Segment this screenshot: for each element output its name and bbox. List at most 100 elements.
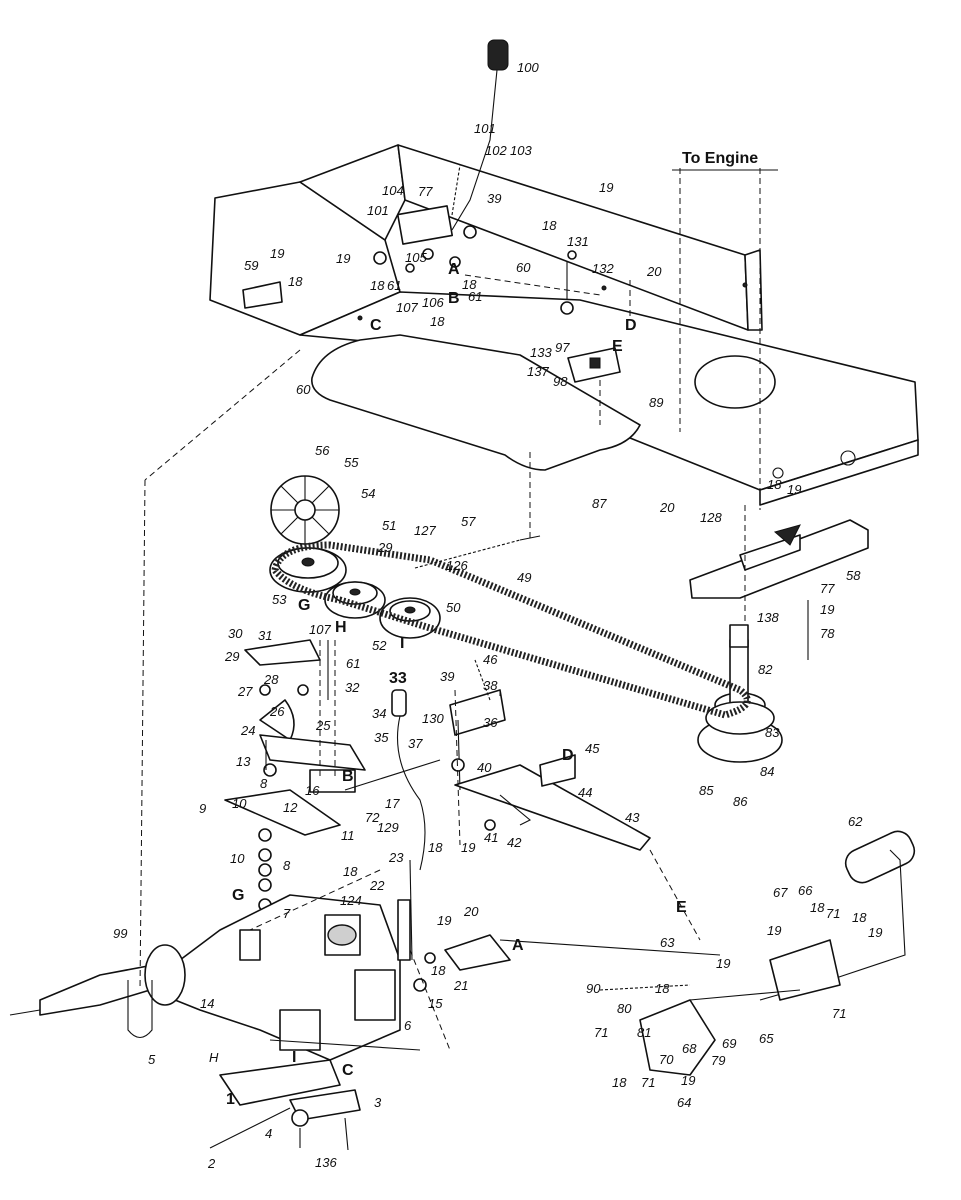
callout: 83 <box>765 725 780 740</box>
callout: 18 <box>343 864 358 879</box>
callout: 3 <box>374 1095 382 1110</box>
callout: 18 <box>462 277 477 292</box>
callout: 107 <box>396 300 418 315</box>
callout: 44 <box>578 785 592 800</box>
callout: 34 <box>372 706 386 721</box>
callout: 26 <box>269 704 285 719</box>
bracket-58 <box>689 519 869 660</box>
callout: 103 <box>510 143 532 158</box>
callout: 64 <box>677 1095 691 1110</box>
callout: 25 <box>315 718 331 733</box>
callout: 29 <box>377 540 392 555</box>
callout: 19 <box>820 602 834 617</box>
callout: 82 <box>758 662 773 677</box>
callout: 13 <box>236 754 251 769</box>
callout: 53 <box>272 592 287 607</box>
callout: 61 <box>346 656 360 671</box>
callout: 41 <box>484 830 498 845</box>
callout: 42 <box>507 835 522 850</box>
callout: 12 <box>283 800 298 815</box>
ref-letter: D <box>562 747 574 764</box>
callout: 71 <box>594 1025 608 1040</box>
callout: 97 <box>555 340 570 355</box>
ref-letter: E <box>612 338 623 355</box>
callout: 32 <box>345 680 360 695</box>
ref-letter: A <box>448 261 460 278</box>
shift-lever[interactable] <box>373 39 509 273</box>
ref-letter: I <box>400 635 404 652</box>
callout: 67 <box>773 885 788 900</box>
callout: 38 <box>483 678 498 693</box>
callout: 100 <box>517 60 539 75</box>
callout: 56 <box>315 443 330 458</box>
pulley-83 <box>697 639 783 763</box>
callout: 18 <box>655 981 670 996</box>
callout: 20 <box>659 500 675 515</box>
callout: 16 <box>305 783 320 798</box>
callout: 68 <box>682 1041 697 1056</box>
callout: 19 <box>461 840 475 855</box>
ref-letter: A <box>512 937 524 954</box>
callout: 18 <box>430 314 445 329</box>
callout: 8 <box>260 776 268 791</box>
callout: 77 <box>820 581 835 596</box>
callout: 62 <box>848 814 863 829</box>
callout: 18 <box>431 963 446 978</box>
u-bolt-6 <box>127 980 153 1039</box>
callout: 63 <box>660 935 675 950</box>
rod-23 <box>397 859 511 992</box>
callout: 43 <box>625 810 640 825</box>
callout: 60 <box>516 260 531 275</box>
callout: 30 <box>228 626 243 641</box>
callout: 19 <box>787 482 801 497</box>
callout: H <box>209 1050 219 1065</box>
ref-letter: B <box>342 768 354 785</box>
callout: 128 <box>700 510 722 525</box>
callout: 19 <box>681 1073 695 1088</box>
callout: 23 <box>388 850 404 865</box>
callout: 52 <box>372 638 387 653</box>
callout: 105 <box>405 250 427 265</box>
callout: 11 <box>341 828 355 843</box>
callout: 39 <box>440 669 454 684</box>
drive-belt <box>271 541 751 719</box>
callout: 18 <box>810 900 825 915</box>
transaxle <box>9 894 421 1061</box>
callout: 102 <box>485 143 507 158</box>
callout: 49 <box>517 570 531 585</box>
callout: 130 <box>422 711 444 726</box>
frame-panel <box>209 144 919 506</box>
callout: 40 <box>477 760 492 775</box>
callout: 59 <box>244 258 258 273</box>
callout: 18 <box>288 274 303 289</box>
callout: 77 <box>418 184 433 199</box>
callout: 19 <box>868 925 882 940</box>
callout: 55 <box>344 455 359 470</box>
callout: 61 <box>468 289 482 304</box>
callout: 19 <box>716 956 730 971</box>
reference-lines <box>139 168 761 1051</box>
ref-letter: D <box>625 317 637 334</box>
callout: 45 <box>585 741 600 756</box>
ref-letter: C <box>342 1062 354 1079</box>
callout: 89 <box>649 395 663 410</box>
callout: 60 <box>296 382 311 397</box>
callout: 17 <box>385 796 400 811</box>
callout: 101 <box>367 203 389 218</box>
callout: 19 <box>437 913 451 928</box>
callout: 29 <box>224 649 239 664</box>
spring-57 <box>414 452 541 569</box>
callout: 127 <box>414 523 436 538</box>
callout: 39 <box>487 191 501 206</box>
callout: 129 <box>377 820 399 835</box>
callout: 9 <box>199 801 206 816</box>
callout: 124 <box>340 893 362 908</box>
ref-letter: B <box>448 290 460 307</box>
callout: 50 <box>446 600 461 615</box>
callout: 18 <box>428 840 443 855</box>
callout: 81 <box>637 1025 651 1040</box>
callout: 71 <box>641 1075 655 1090</box>
callout: 86 <box>733 794 748 809</box>
callout: 78 <box>820 626 835 641</box>
